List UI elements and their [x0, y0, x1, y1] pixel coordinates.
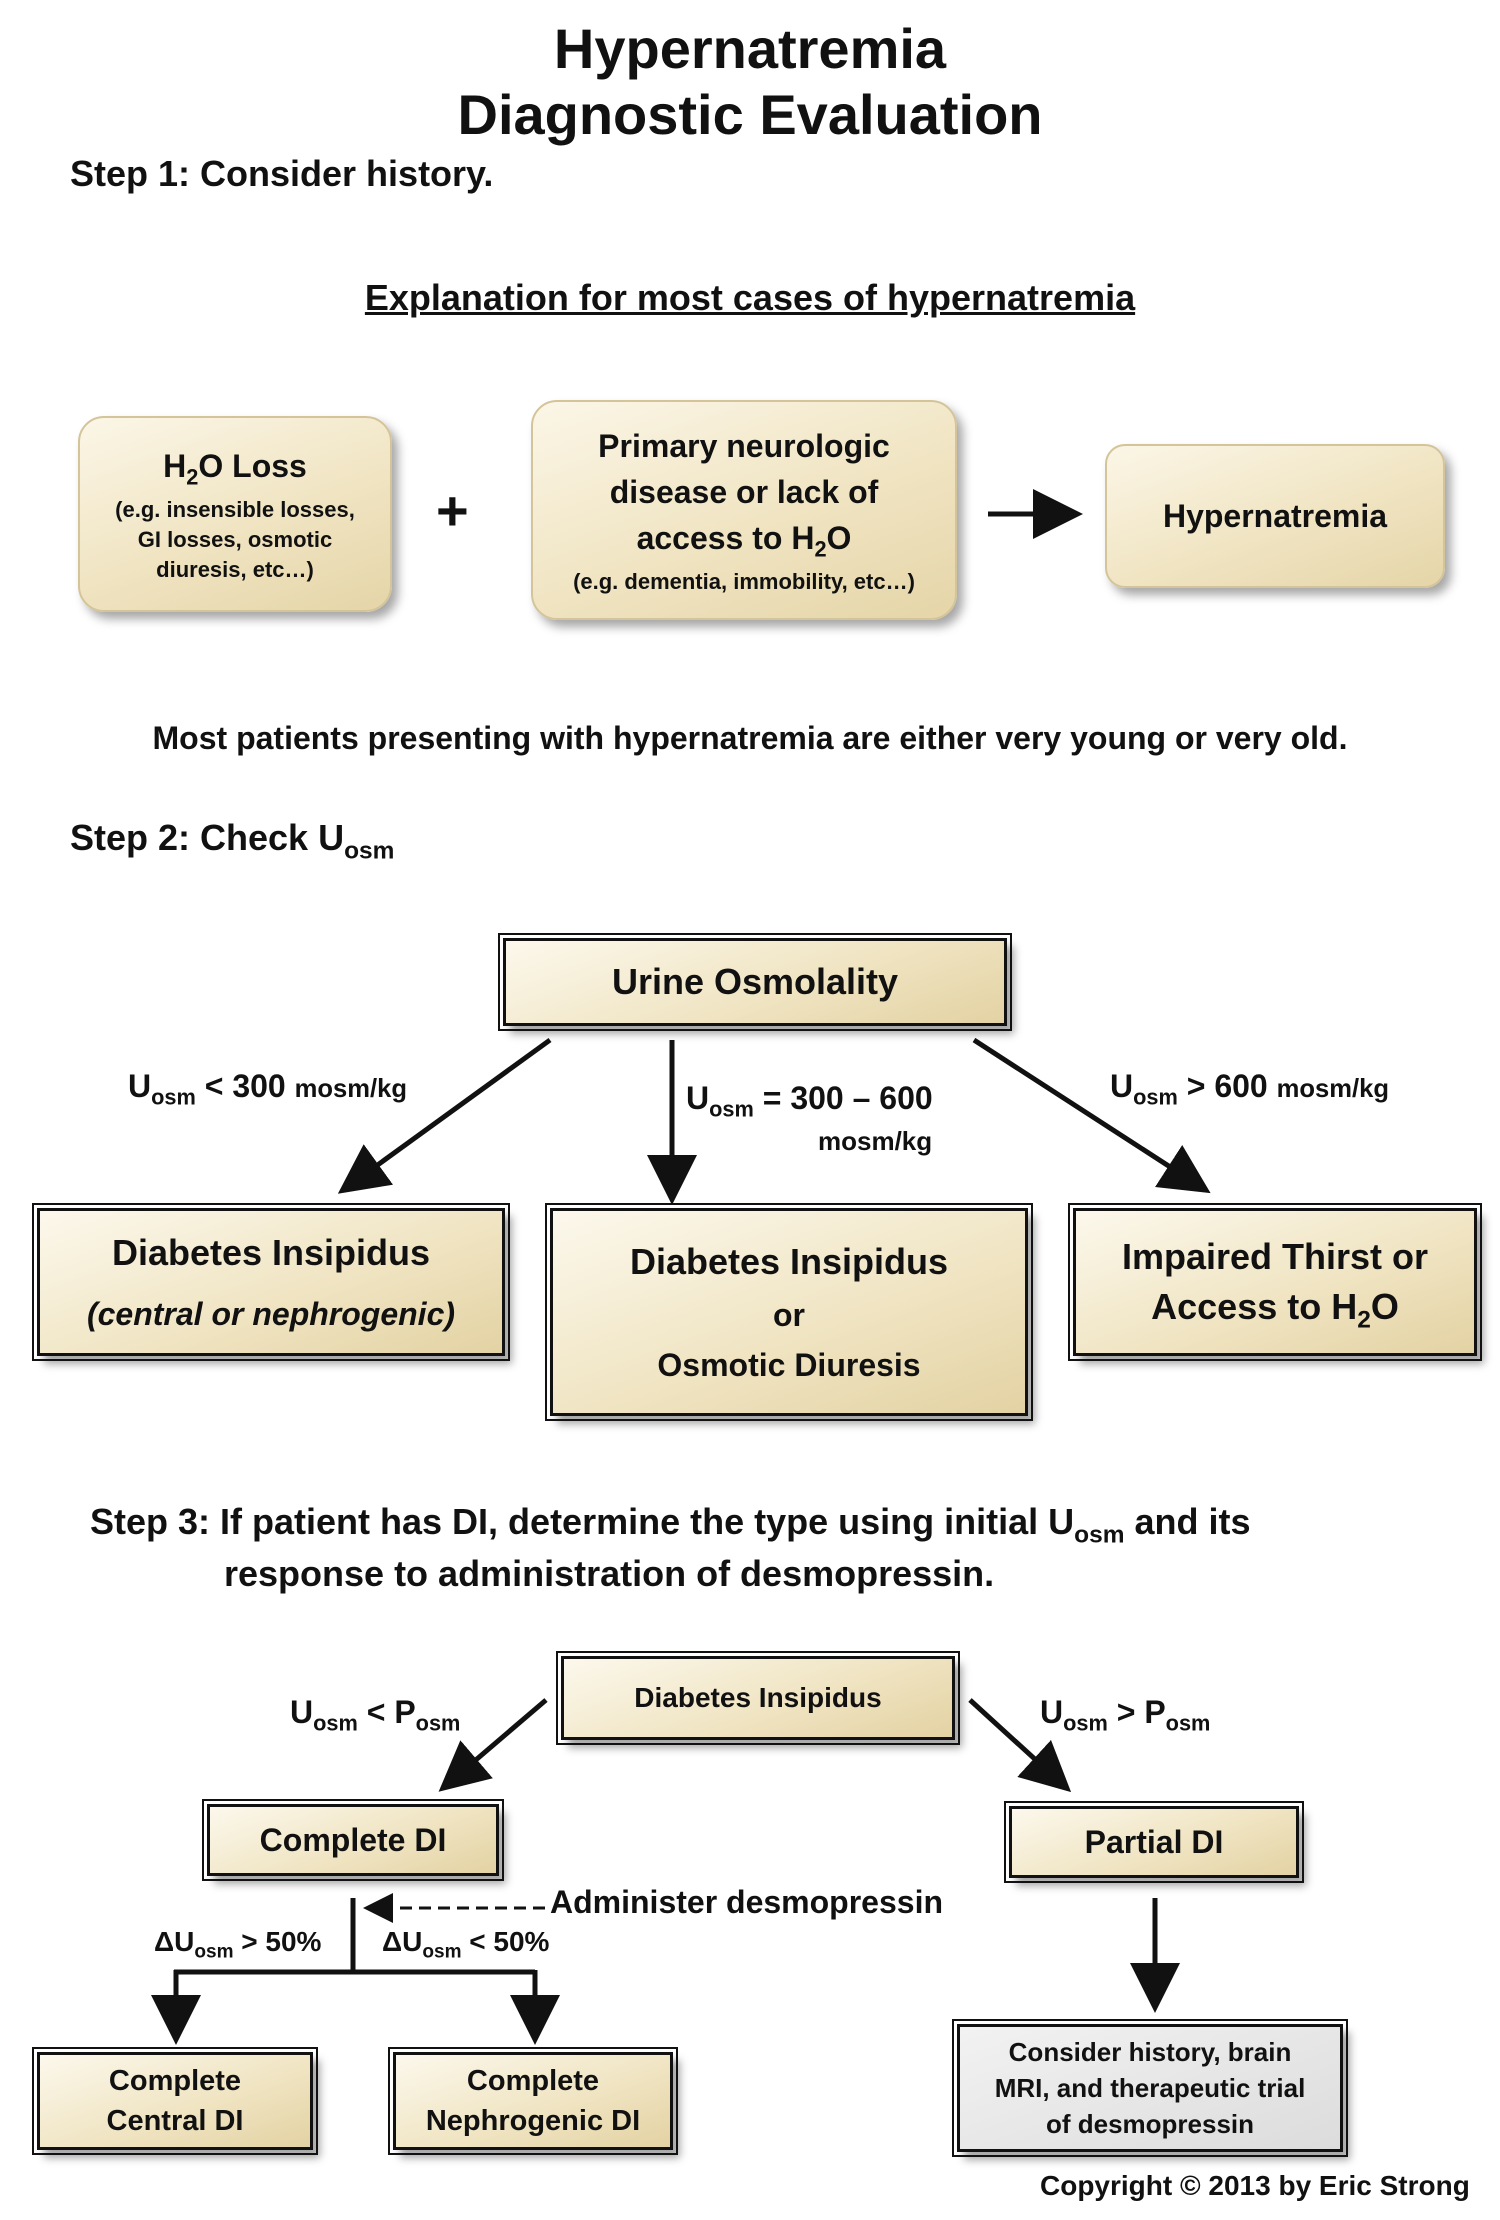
di-box-subtitle: (central or nephrogenic) [86, 1296, 456, 1332]
administer-desmopressin-label: Administer desmopressin [550, 1884, 943, 1920]
page-title: Hypernatremia Diagnostic Evaluation [0, 16, 1500, 148]
partial-di-box: Partial DI [1004, 1801, 1304, 1883]
di-or-osmotic-box: Diabetes Insipidus or Osmotic Diuresis [545, 1203, 1033, 1421]
step1-label: Step 1: Consider history. [70, 153, 494, 194]
delta-gt-50-label: ΔUosm > 50% [154, 1926, 322, 1963]
neuro-line-3: access to H2O [636, 520, 852, 562]
hypernatremia-box: Hypernatremia [1105, 444, 1445, 588]
mid-box-line-3: Osmotic Diuresis [657, 1347, 921, 1383]
neurologic-box: Primary neurologic disease or lack of ac… [531, 400, 957, 620]
complete-central-di-box: Complete Central DI [32, 2047, 318, 2155]
complete-di-label: Complete DI [259, 1822, 447, 1858]
impaired-thirst-box: Impaired Thirst or Access to H2O [1068, 1203, 1482, 1361]
mid-box-line-2: or [773, 1297, 805, 1333]
di-central-nephrogenic-box: Diabetes Insipidus (central or nephrogen… [32, 1203, 510, 1361]
consider-line-1: Consider history, brain [1008, 2037, 1292, 2067]
uosm-lt-posm-label: Uosm < Posm [290, 1694, 461, 1736]
arrow-to-di [337, 1037, 552, 1194]
h2o-loss-title: H2O Loss [163, 448, 307, 490]
age-note: Most patients presenting with hypernatre… [152, 720, 1348, 756]
central-line-2: Central DI [106, 2105, 244, 2137]
di-box-title: Diabetes Insipidus [111, 1232, 431, 1273]
urine-osmolality-label: Urine Osmolality [611, 961, 899, 1002]
uosm-low-label: Uosm < 300 mosm/kg [128, 1068, 407, 1110]
uosm-high-label: Uosm > 600 mosm/kg [1110, 1068, 1389, 1110]
mid-box-line-1: Diabetes Insipidus [629, 1241, 949, 1282]
hypernatremia-label: Hypernatremia [1162, 498, 1388, 534]
uosm-gt-posm-label: Uosm > Posm [1040, 1694, 1211, 1736]
consider-history-box: Consider history, brain MRI, and therape… [952, 2019, 1348, 2157]
h2o-loss-detail: (e.g. insensible losses, GI losses, osmo… [115, 497, 355, 582]
neuro-line-1: Primary neurologic [598, 428, 890, 464]
step2-label: Step 2: Check Uosm [70, 817, 395, 865]
thirst-line-2: Access to H2O [1151, 1286, 1399, 1334]
consider-line-3: of desmopressin [1045, 2109, 1255, 2139]
step1-subheading: Explanation for most cases of hypernatre… [364, 277, 1136, 318]
delta-lt-50-label: ΔUosm < 50% [382, 1926, 550, 1963]
nephrogenic-line-2: Nephrogenic DI [425, 2105, 641, 2137]
partial-di-label: Partial DI [1084, 1824, 1224, 1860]
h2o-loss-box: H2O Loss (e.g. insensible losses, GI los… [78, 416, 392, 612]
uosm-mid-unit: mosm/kg [818, 1126, 933, 1156]
di-root-label: Diabetes Insipidus [634, 1682, 882, 1713]
copyright-text: Copyright © 2013 by Eric Strong [1040, 2170, 1470, 2201]
arrow-to-complete-di [438, 1698, 548, 1792]
title-line-2: Diagnostic Evaluation [457, 83, 1043, 146]
neuro-detail: (e.g. dementia, immobility, etc…) [573, 569, 915, 594]
central-line-1: Complete [108, 2065, 242, 2097]
di-root-box: Diabetes Insipidus [556, 1651, 960, 1745]
plus-sign: + [436, 479, 469, 542]
complete-nephrogenic-di-box: Complete Nephrogenic DI [388, 2047, 678, 2155]
uosm-mid-label: Uosm = 300 – 600 [686, 1080, 933, 1122]
nephrogenic-line-1: Complete [466, 2065, 600, 2097]
step3-line-2: response to administration of desmopress… [224, 1553, 995, 1594]
thirst-line-1: Impaired Thirst or [1121, 1236, 1429, 1277]
arrow-to-partial-di [968, 1698, 1072, 1793]
urine-osmolality-box: Urine Osmolality [498, 933, 1012, 1031]
title-line-1: Hypernatremia [553, 17, 947, 80]
complete-di-box: Complete DI [202, 1799, 504, 1881]
neuro-line-2: disease or lack of [609, 474, 879, 510]
step3-line-1: Step 3: If patient has DI, determine the… [90, 1501, 1251, 1549]
consider-line-2: MRI, and therapeutic trial [994, 2073, 1306, 2103]
arrow-to-thirst [972, 1037, 1211, 1194]
